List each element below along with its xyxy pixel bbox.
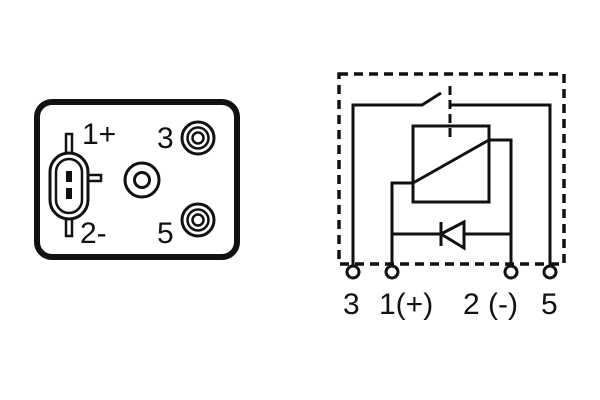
pin-3-terminal-icon <box>180 120 216 156</box>
coil-connector-icon <box>48 132 103 238</box>
pin-label-2: 2- <box>80 217 107 250</box>
switch-icon <box>351 86 552 268</box>
housing-outline <box>34 99 240 260</box>
terminal-label-3: 3 <box>343 288 360 321</box>
housing-boundary-dashed <box>337 72 566 266</box>
terminal-label-5: 5 <box>541 288 558 321</box>
terminal-label-1: 1(+) <box>379 288 433 321</box>
center-terminal-icon <box>123 161 161 199</box>
pin-label-5: 5 <box>157 217 174 250</box>
terminal-1-icon <box>384 264 400 280</box>
terminal-label-2: 2 (-) <box>463 288 518 321</box>
pin-label-3: 3 <box>157 122 174 155</box>
pin-label-1: 1+ <box>82 118 116 151</box>
schematic-view: 3 1(+) 2 (-) 5 <box>337 72 566 321</box>
pin-5-terminal-icon <box>180 202 216 238</box>
terminal-3-icon <box>345 264 361 280</box>
terminals <box>345 264 558 280</box>
diode-icon <box>392 219 511 251</box>
coil-icon <box>390 124 513 268</box>
connector-view: 1+ 2- 3 5 <box>34 99 240 260</box>
terminal-5-icon <box>542 264 558 280</box>
terminal-2-icon <box>503 264 519 280</box>
